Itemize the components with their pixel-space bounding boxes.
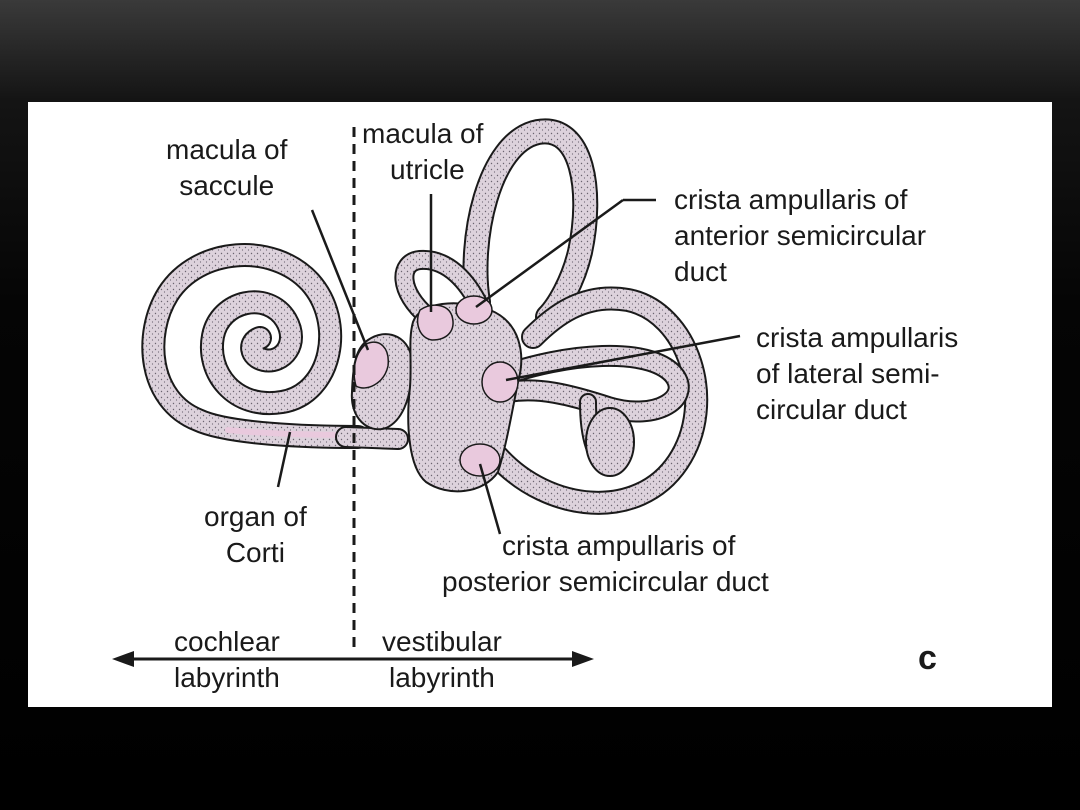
macula-of-utricle-spot [416, 304, 454, 341]
label-cochlear-labyrinth: cochlear labyrinth [174, 626, 280, 693]
label-macula-of-utricle: macula of utricle [362, 118, 484, 185]
semicircular-ducts [394, 118, 709, 515]
label-vestibular-labyrinth: vestibular labyrinth [382, 626, 502, 693]
endolymphatic-sac [585, 407, 635, 477]
label-crista-lateral: crista ampullaris of lateral semi- circu… [756, 322, 959, 425]
leader-lines [276, 194, 741, 535]
label-crista-anterior: crista ampullaris of anterior semicircul… [674, 184, 927, 287]
label-macula-of-saccule: macula of saccule [166, 134, 288, 201]
labyrinth-arrow [112, 651, 594, 667]
saccule [350, 333, 414, 431]
crista-lateral-spot [481, 361, 519, 403]
macula-of-saccule-spot [353, 341, 389, 389]
label-organ-of-corti: organ of Corti [204, 501, 307, 568]
panel-letter: c [918, 639, 937, 677]
inner-ear-drawing [112, 118, 741, 667]
label-crista-posterior: crista ampullaris of posterior semicircu… [442, 530, 769, 597]
utricle [407, 302, 523, 493]
crista-posterior-spot [459, 443, 501, 477]
inner-ear-figure: macula of saccule macula of utricle cris… [28, 102, 1052, 707]
